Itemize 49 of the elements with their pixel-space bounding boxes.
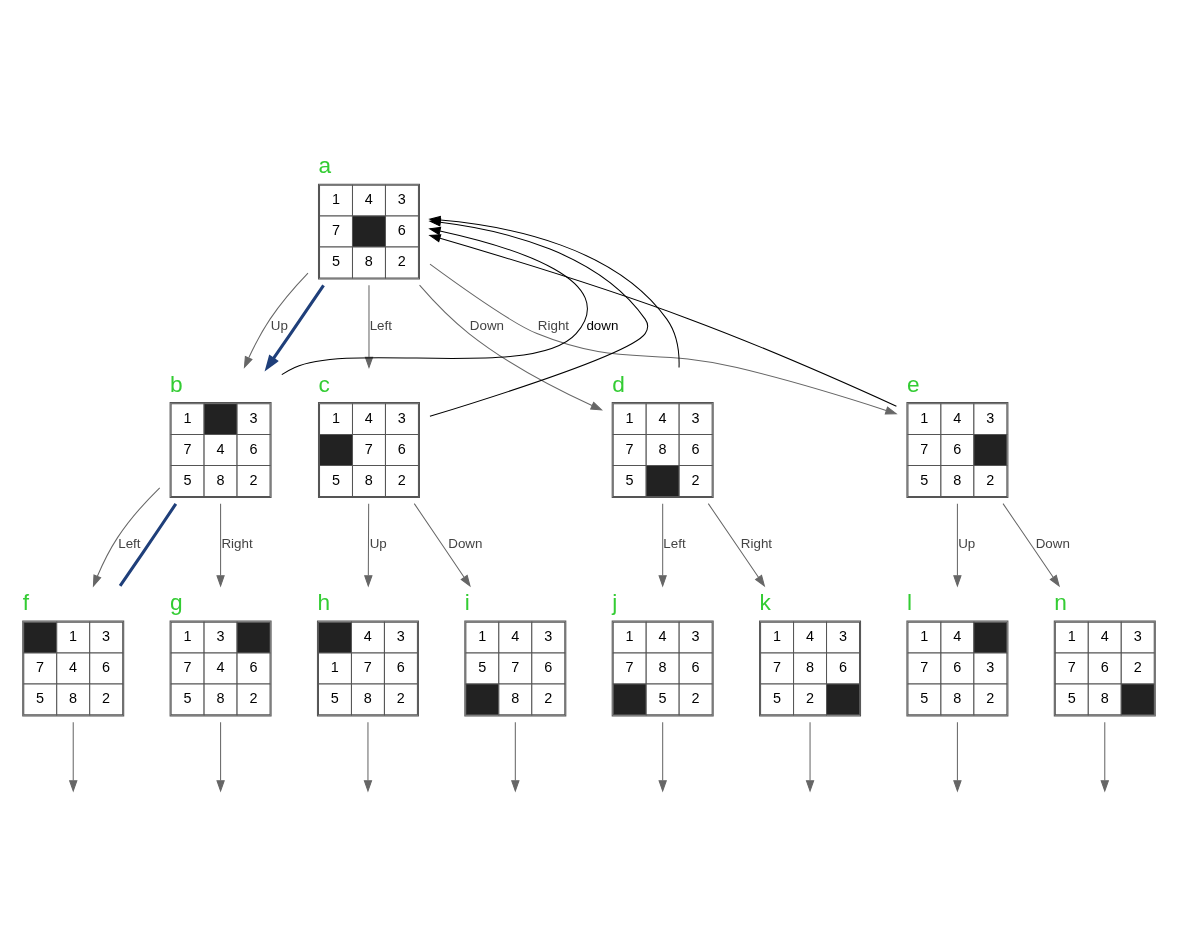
node-label: h [317,589,331,616]
edge-label: Left [663,536,686,552]
arrow [511,721,520,793]
edge-label: Left [118,536,141,552]
connector [118,503,178,587]
arrow [281,226,588,376]
node-label: k [759,589,771,616]
arrow [413,503,471,588]
arrow [1002,503,1060,588]
arrow [243,272,309,369]
node-label: f [22,589,30,616]
node-label: a [318,152,332,179]
edge-label: Up [958,536,976,552]
arrow [428,234,897,407]
arrow [264,284,325,372]
node-label: e [906,370,920,397]
arrow [92,487,161,588]
arrow [364,503,373,588]
node-label: i [464,589,470,616]
arrow [216,721,225,793]
arrow [953,721,962,793]
node-label: l [906,589,912,616]
edge-label: Down [1035,536,1070,552]
node-label: c [318,370,330,397]
arrow [953,503,962,588]
edge-label: Up [270,317,288,333]
edge-label: Down [469,317,505,333]
arrow [658,721,667,793]
node-label: g [170,589,183,616]
arrow [68,721,78,793]
node-label: n [1054,589,1067,616]
edge-label: Right [740,536,773,552]
node-label: d [612,370,625,397]
arrow [658,503,667,588]
edge-label: Up [369,536,387,552]
arrow [419,284,603,411]
arrow [1100,721,1110,793]
edge-label: Right [537,317,570,333]
edge-label: Down [448,536,483,552]
node-label: b [170,370,183,397]
arrow [363,721,373,793]
arrow [805,721,815,793]
edge-label: down [586,317,619,333]
arrow [429,263,898,415]
arrow [216,503,225,588]
node-label: j [612,589,618,616]
arrow [707,503,766,588]
edge-label: Right [221,536,253,552]
edge-label: Left [369,317,392,333]
